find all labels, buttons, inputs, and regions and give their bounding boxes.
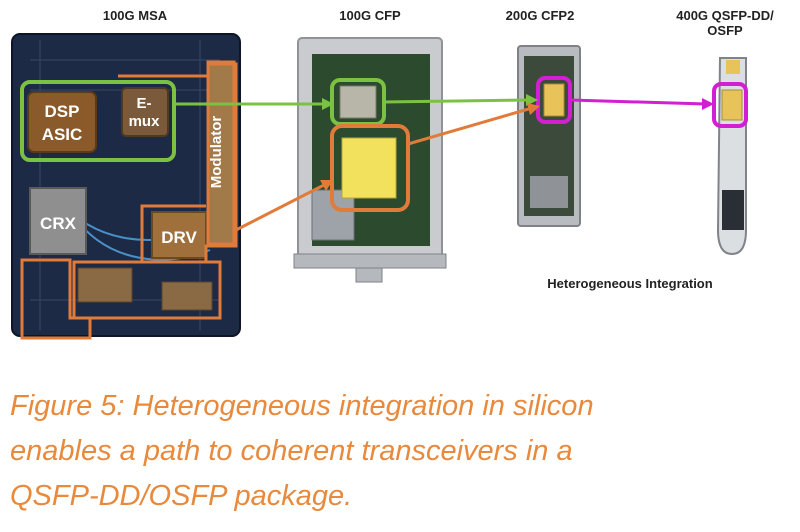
cfp2-module <box>517 45 581 227</box>
msa-orange-outline <box>118 62 238 264</box>
emux-chip <box>121 87 169 137</box>
msa-green-outline <box>20 80 176 162</box>
label-100g-cfp: 100G CFP <box>339 8 401 23</box>
green-arrow-cfp-to-cfp2 <box>383 98 531 104</box>
drv-chip <box>151 211 207 259</box>
label-400g-qsfp-osfp: 400G QSFP-DD/ OSFP <box>655 8 795 38</box>
dsp-label-line2: ASIC <box>42 125 83 144</box>
label-100g-msa: 100G MSA <box>102 8 168 23</box>
orange-arrow-cfp-to-cfp2 <box>407 106 533 146</box>
figure-caption-line3: QSFP-DD/OSFP package. <box>10 480 353 512</box>
label-400g-line1: 400G QSFP-DD/ <box>676 8 774 23</box>
emux-label-line2: mux <box>129 113 161 130</box>
cfp-module <box>293 37 447 283</box>
modulator-box <box>206 60 236 246</box>
cfp-orange-outline <box>330 124 410 212</box>
dsp-label-line1: DSP <box>45 102 80 121</box>
connector-arrows <box>174 94 714 232</box>
msa-module: DSP ASIC E- mux CRX DRV Modulator <box>11 33 241 340</box>
figure-caption-line2: enables a path to coherent transceivers … <box>10 435 573 467</box>
integration-diagram: DSP ASIC E- mux CRX DRV Modulator <box>11 33 748 340</box>
crx-chip <box>29 187 87 255</box>
qsfp-module <box>712 57 748 256</box>
label-400g-line2: OSFP <box>707 23 743 38</box>
emux-label-line1: E- <box>137 95 152 112</box>
figure-caption: Figure 5: Heterogeneous integration in s… <box>10 384 790 519</box>
label-200g-cfp2: 200G CFP2 <box>505 8 575 23</box>
crx-label: CRX <box>40 214 77 233</box>
qsfp-magenta-outline <box>712 82 748 128</box>
modulator-label: Modulator <box>208 116 225 189</box>
dsp-asic-chip <box>27 91 97 153</box>
magenta-arrow-cfp2-to-qsfp <box>569 98 707 106</box>
orange-arrow-msa-to-cfp <box>235 182 327 232</box>
figure-caption-line1: Figure 5: Heterogeneous integration in s… <box>10 390 594 422</box>
drv-label: DRV <box>161 228 197 247</box>
heterogeneous-integration-label: Heterogeneous Integration <box>547 276 713 291</box>
